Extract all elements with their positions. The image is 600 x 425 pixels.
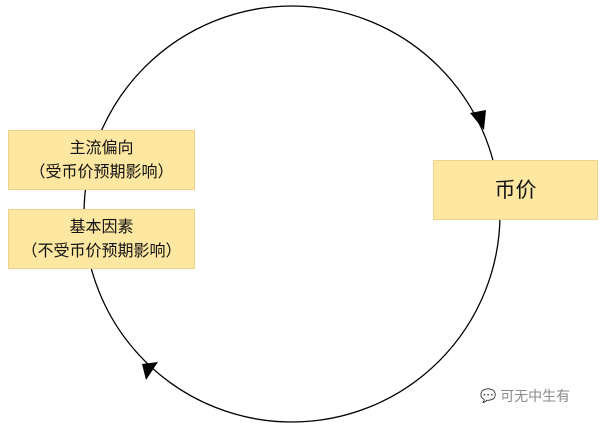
fundamentals-subtitle: （不受币价预期影响） (21, 241, 182, 260)
arrow-head-right (470, 110, 486, 130)
price-box: 币价 (433, 160, 598, 220)
wechat-icon: 💬 (480, 388, 497, 404)
arrow-head-left (142, 362, 158, 380)
mainstream-title: 主流偏向 (69, 138, 134, 157)
watermark: 💬 可无中生有 (480, 386, 570, 406)
watermark-text: 可无中生有 (500, 389, 571, 405)
fundamentals-title: 基本因素 (69, 217, 134, 236)
mainstream-subtitle: （受币价预期影响） (29, 162, 174, 181)
mainstream-bias-box: 主流偏向 （受币价预期影响） (8, 130, 195, 190)
fundamentals-box: 基本因素 （不受币价预期影响） (8, 209, 195, 269)
price-title: 币价 (494, 178, 537, 202)
